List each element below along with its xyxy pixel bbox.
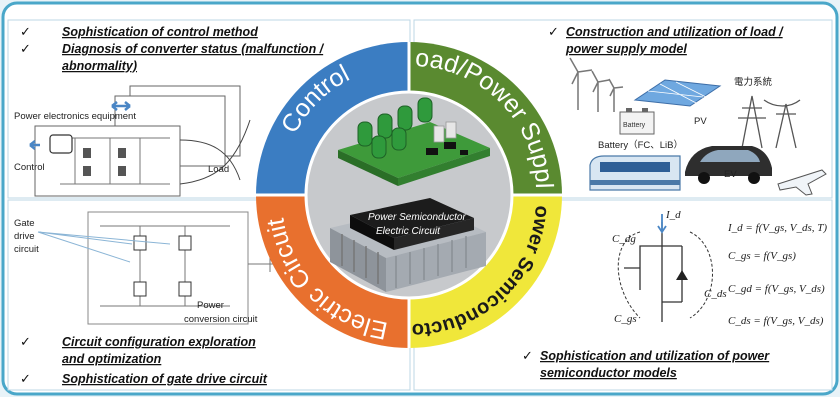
center-label-line-1: Power Semiconductor [368,212,466,223]
airplane-icon [777,169,827,196]
label-pv: PV [694,116,707,127]
label-circuit: circuit [14,244,39,255]
power-electronics-equipment-illustration: Power electronics equipment Control Load [14,85,251,197]
wind-turbine-icon [569,57,624,112]
check-icon: ✓ [548,24,559,39]
arrow-icon [29,140,40,150]
tr-item-1: Construction and utilization of load / [566,25,784,39]
equation: C_gd = f(V_gs, V_ds) [728,283,825,295]
center-label-line-2: Electric Circuit [376,226,441,237]
label-cdg: C_dg [612,233,636,245]
label-cgs: C_gs [614,313,637,325]
label-power: Power [197,300,224,311]
bl-item-2: and optimization [62,352,162,366]
check-icon: ✓ [20,41,31,56]
model-equations: I_d = f(V_gs, V_ds, T) C_gs = f(V_gs) C_… [727,222,827,327]
ev-car-icon [685,146,772,184]
check-icon: ✓ [522,348,533,363]
check-icon: ✓ [20,24,31,39]
label-conversion: conversion circuit [184,314,258,325]
transmission-tower-icon [738,95,801,149]
gate-drive-illustration: Gate drive circuit Power conversion circ… [14,211,278,325]
tl-item-2: Diagnosis of converter status (malfuncti… [62,42,325,56]
label-load: Load [208,164,229,175]
label-equipment: Power electronics equipment [14,111,136,122]
top-right-items: ✓ Construction and utilization of load /… [548,24,784,56]
mosfet-model-illustration: C_dg C_gs C_ds I_d [612,209,727,325]
top-left-items: ✓ Sophistication of control method ✓ Dia… [20,24,325,73]
label-drive: drive [14,231,35,242]
capacitor-icon [357,97,433,159]
tl-item-3: abnormality) [62,59,137,73]
label-grid: 電力系統 [734,76,773,88]
br-item-1: Sophistication and utilization of power [540,349,770,363]
power-module-illustration: Power Semiconductor Electric Circuit [330,97,490,292]
battery-box-label: Battery [623,122,646,129]
bottom-left-items: ✓ Circuit configuration exploration and … [20,334,268,386]
tr-item-2: power supply model [565,42,687,56]
equation: C_ds = f(V_gs, V_ds) [728,315,824,327]
tl-item-1: Sophistication of control method [62,25,258,39]
label-cds: C_ds [704,288,727,300]
current-arrow-icon [657,214,667,234]
load-illustration: PV 電力系統 Battery Battery（FC、LiB） EV [569,57,827,196]
check-icon: ✓ [20,371,31,386]
battery-icon [619,111,655,135]
bl-item-1: Circuit configuration exploration [62,335,256,349]
label-control: Control [14,162,45,173]
label-gate: Gate [14,218,35,229]
double-arrow-icon [111,101,131,111]
equation: C_gs = f(V_gs) [728,250,796,262]
label-id: I_d [665,209,681,221]
equation: I_d = f(V_gs, V_ds, T) [727,222,827,234]
label-ev: EV [724,169,737,180]
label-battery: Battery（FC、LiB） [598,139,683,151]
check-icon: ✓ [20,334,31,349]
train-icon [589,155,681,191]
br-item-2: semiconductor models [540,366,677,380]
controller-box [49,134,73,154]
bottom-right-items: ✓ Sophistication and utilization of powe… [522,348,770,380]
diode-icon [676,270,688,280]
solar-panel-icon [633,79,722,107]
bl-item-3: Sophistication of gate drive circuit [62,372,268,386]
